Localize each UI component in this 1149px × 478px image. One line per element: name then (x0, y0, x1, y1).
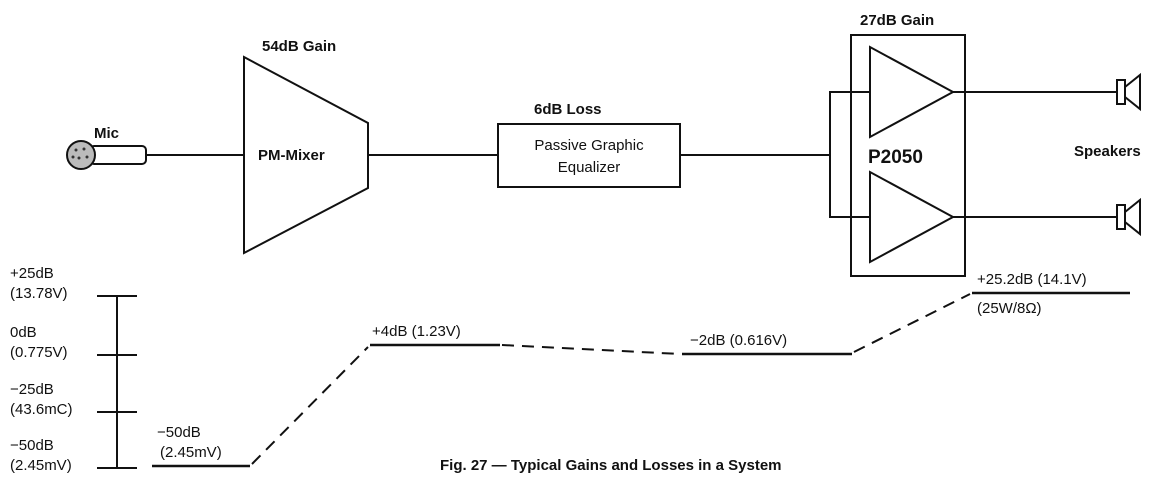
amp-level-label: +25.2dB (14.1V) (977, 271, 1087, 288)
equalizer-block (497, 123, 681, 188)
eq-level-label: −2dB (0.616V) (690, 332, 787, 349)
mixer-gain-label: 54dB Gain (262, 38, 336, 55)
amp-input-split (829, 91, 870, 218)
amp-channel-1 (869, 45, 956, 139)
pm-mixer-block (243, 55, 369, 255)
figure-caption: Fig. 27 — Typical Gains and Losses in a … (440, 457, 782, 474)
scale-tick-db: −50dB (10, 437, 54, 454)
eq-name-line2: Equalizer (558, 159, 621, 176)
scale-tick-voltage: (2.45mV) (10, 457, 72, 474)
scale-tick-voltage: (0.775V) (10, 344, 68, 361)
amp-channel-2 (869, 170, 956, 264)
eq-name-line1: Passive Graphic (534, 137, 644, 154)
p2050-amp-block (850, 34, 966, 277)
amp-name-label: P2050 (868, 147, 923, 168)
speakers-label: Speakers (1074, 143, 1141, 160)
amp-power-label: (25W/8Ω) (977, 300, 1042, 317)
microphone-icon (66, 140, 147, 170)
speaker-icon (1116, 72, 1141, 112)
gain-rise-dashed (251, 346, 369, 465)
eq-loss-dashed (501, 344, 681, 355)
mic-level-db: −50dB (157, 424, 201, 441)
scale-tick-voltage: (13.78V) (10, 285, 68, 302)
eq-loss-label: 6dB Loss (534, 101, 602, 118)
scale-tick-db: −25dB (10, 381, 54, 398)
mixer-level-label: +4dB (1.23V) (372, 323, 461, 340)
mixer-name-label: PM-Mixer (258, 147, 325, 164)
speaker-icon (1116, 197, 1141, 237)
mic-level-voltage: (2.45mV) (160, 444, 222, 461)
scale-tick-voltage: (43.6mC) (10, 401, 73, 418)
amp-gain-label: 27dB Gain (860, 12, 934, 29)
scale-tick-db: +25dB (10, 265, 54, 282)
mic-label: Mic (94, 125, 119, 142)
amp-gain-dashed (853, 293, 971, 353)
scale-tick-db: 0dB (10, 324, 37, 341)
